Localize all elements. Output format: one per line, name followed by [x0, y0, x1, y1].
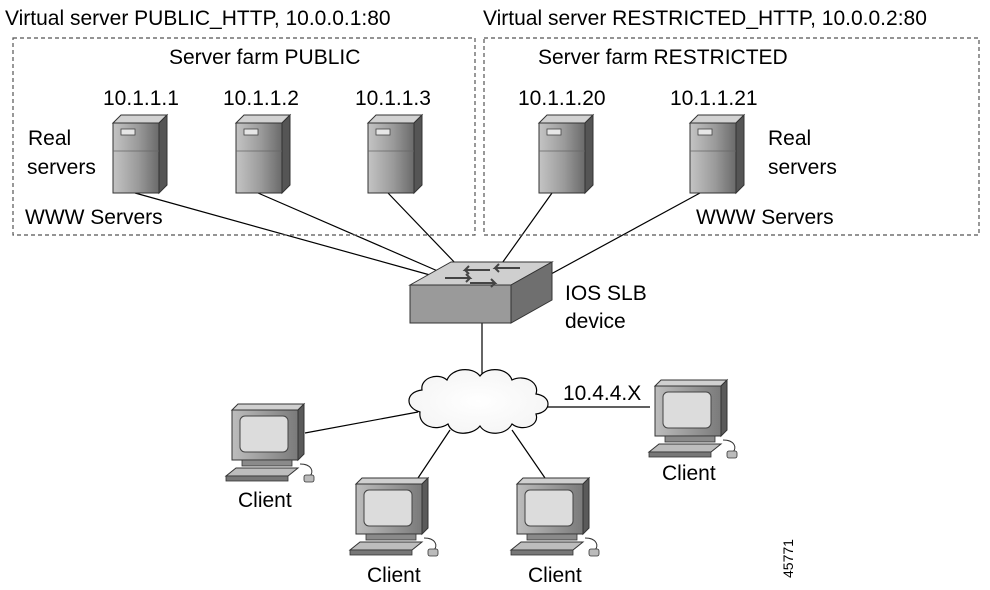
client-computer-icon — [647, 378, 738, 459]
server-ip-label: 10.1.1.21 — [670, 87, 758, 110]
client-computer-icon — [224, 402, 315, 483]
real-servers-label: Real — [28, 127, 71, 150]
client-group — [224, 378, 738, 557]
server-ip-label: 10.1.1.1 — [103, 87, 179, 110]
subnet-label: 10.4.4.X — [563, 382, 641, 405]
real-servers-label: servers — [768, 156, 837, 179]
public-farm-box — [12, 37, 476, 236]
slb-device-label: IOS SLB — [565, 282, 647, 305]
server-icon — [366, 113, 424, 195]
virtual-server-public-label: Virtual server PUBLIC_HTTP, 10.0.0.1:80 — [5, 7, 391, 30]
slb-device-label: device — [565, 310, 626, 333]
connection-lines — [134, 192, 701, 479]
network-cloud-icon — [408, 369, 549, 434]
client-label: Client — [238, 489, 292, 512]
figure-id: 45771 — [780, 539, 796, 578]
server-ip-label: 10.1.1.2 — [223, 87, 299, 110]
www-servers-label: WWW Servers — [696, 206, 834, 229]
public-farm-title: Server farm PUBLIC — [169, 46, 360, 69]
server-icon — [111, 113, 169, 195]
server-group — [111, 113, 746, 195]
slb-switch-icon — [408, 261, 554, 324]
client-computer-icon — [509, 476, 600, 557]
client-label: Client — [528, 564, 582, 585]
real-servers-label: servers — [27, 156, 96, 179]
server-ip-label: 10.1.1.3 — [355, 87, 431, 110]
client-label: Client — [367, 564, 421, 585]
client-computer-icon — [348, 476, 439, 557]
server-icon — [537, 113, 595, 195]
server-icon — [234, 113, 292, 195]
real-servers-label: Real — [768, 127, 811, 150]
restricted-farm-title: Server farm RESTRICTED — [538, 46, 788, 69]
server-ip-label: 10.1.1.20 — [518, 87, 606, 110]
virtual-server-restricted-label: Virtual server RESTRICTED_HTTP, 10.0.0.2… — [483, 7, 927, 30]
restricted-farm-box — [483, 37, 980, 236]
www-servers-label: WWW Servers — [25, 206, 163, 229]
client-label: Client — [662, 462, 716, 485]
server-icon — [688, 113, 746, 195]
